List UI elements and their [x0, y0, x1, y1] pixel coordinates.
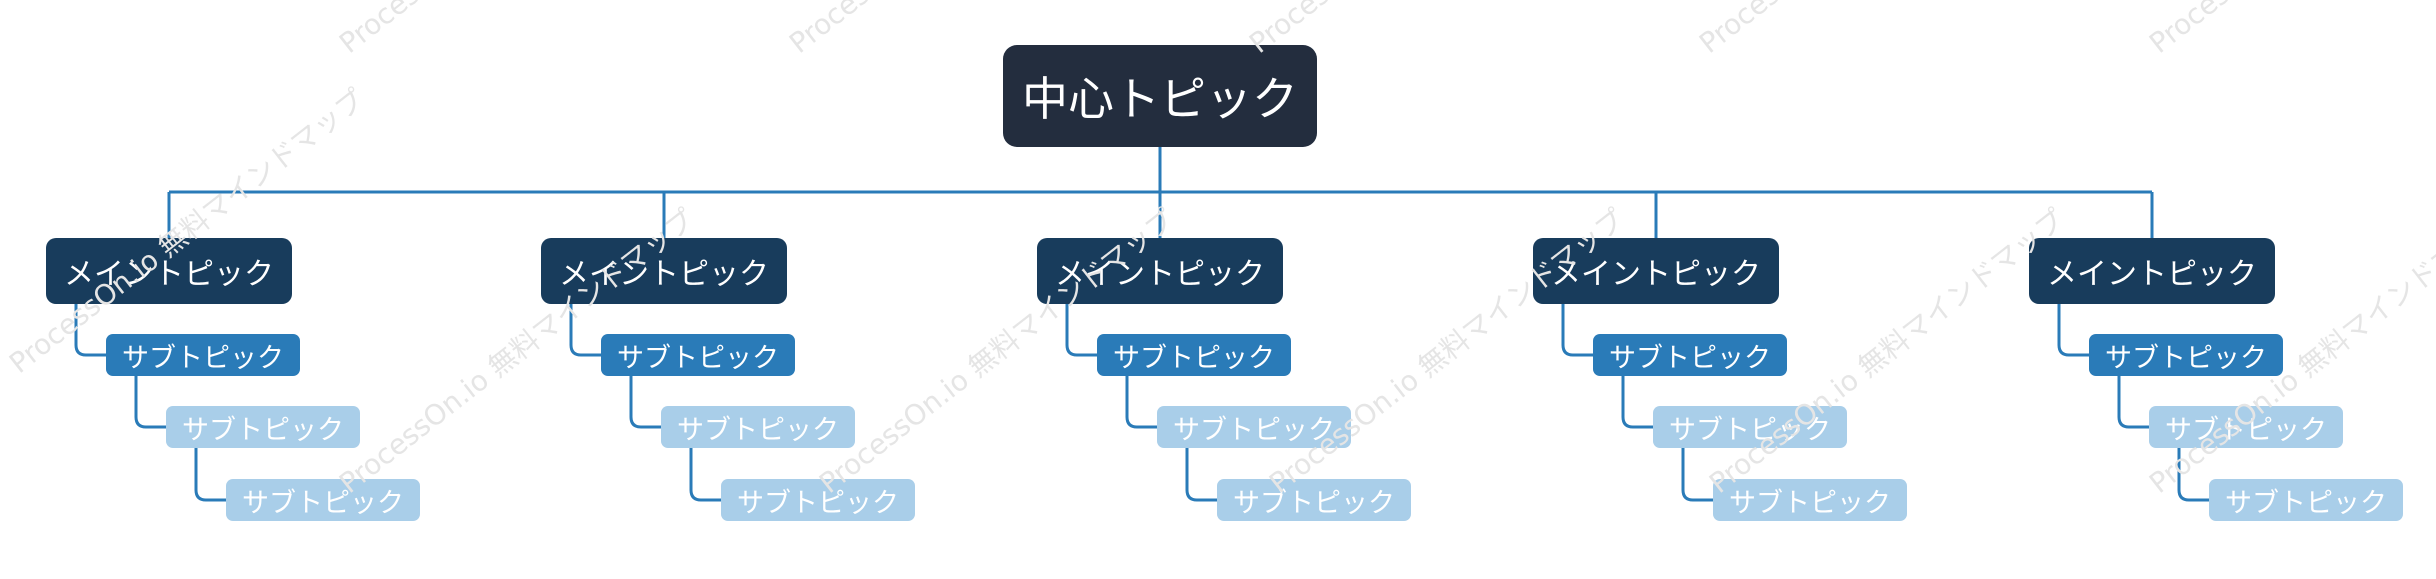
- sub-topic[interactable]: サブトピック: [661, 406, 855, 448]
- connector-line: [134, 376, 166, 429]
- connector-line: [2117, 376, 2149, 429]
- sub-topic[interactable]: サブトピック: [2149, 406, 2343, 448]
- connector-line: [1065, 304, 1097, 357]
- main-topic[interactable]: メイントピック: [2029, 238, 2275, 304]
- main-topic[interactable]: メイントピック: [1533, 238, 1779, 304]
- sub-topic[interactable]: サブトピック: [2089, 334, 2283, 376]
- connector-line: [74, 304, 106, 357]
- sub-topic[interactable]: サブトピック: [226, 479, 420, 521]
- sub-topic[interactable]: サブトピック: [166, 406, 360, 448]
- sub-topic[interactable]: サブトピック: [1157, 406, 1351, 448]
- sub-topic[interactable]: サブトピック: [601, 334, 795, 376]
- connector-line: [2057, 304, 2089, 357]
- main-topic[interactable]: メイントピック: [541, 238, 787, 304]
- connector-line: [1125, 376, 1157, 429]
- connector-line: [569, 304, 601, 357]
- main-topic[interactable]: メイントピック: [46, 238, 292, 304]
- center-topic[interactable]: 中心トピック: [1003, 45, 1317, 147]
- sub-topic[interactable]: サブトピック: [1653, 406, 1847, 448]
- sub-topic[interactable]: サブトピック: [1593, 334, 1787, 376]
- sub-topic[interactable]: サブトピック: [1217, 479, 1411, 521]
- connector-line: [1185, 448, 1217, 502]
- connector-line: [2177, 448, 2209, 502]
- connector-line: [629, 376, 661, 429]
- sub-topic[interactable]: サブトピック: [2209, 479, 2403, 521]
- connector-line: [1681, 448, 1713, 502]
- main-topic[interactable]: メイントピック: [1037, 238, 1283, 304]
- connector-line: [1621, 376, 1653, 429]
- sub-topic[interactable]: サブトピック: [1097, 334, 1291, 376]
- connector-line: [689, 448, 721, 502]
- sub-topic[interactable]: サブトピック: [1713, 479, 1907, 521]
- sub-topic[interactable]: サブトピック: [721, 479, 915, 521]
- sub-topic[interactable]: サブトピック: [106, 334, 300, 376]
- connector-line: [194, 448, 226, 502]
- connector-line: [1561, 304, 1593, 357]
